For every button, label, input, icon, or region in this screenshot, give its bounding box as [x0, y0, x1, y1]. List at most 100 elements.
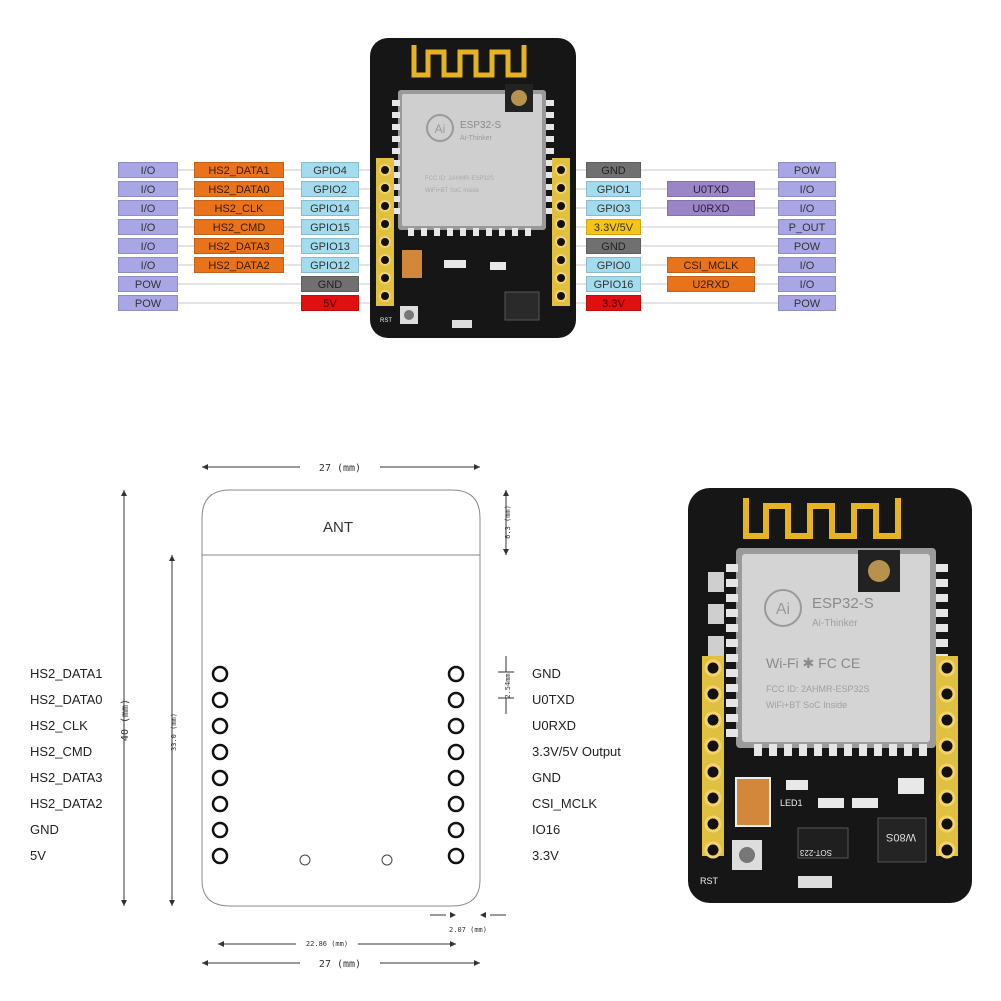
left-gpio-tag: GPIO2: [301, 181, 359, 197]
svg-text:FCC ID: 2AHMR-ESP32S: FCC ID: 2AHMR-ESP32S: [766, 684, 870, 694]
svg-text:RST: RST: [700, 876, 719, 886]
svg-text:WiFi+BT SoC Inside: WiFi+BT SoC Inside: [766, 700, 847, 710]
header-pin: [704, 685, 722, 703]
top-antenna: [411, 45, 527, 78]
header-pin: [938, 763, 956, 781]
header-pin: [379, 272, 391, 284]
drawing-left-label: 5V: [30, 848, 46, 863]
left-function-tag: HS2_CMD: [194, 219, 284, 235]
left-function-tag: HS2_DATA2: [194, 257, 284, 273]
left-function-tag: HS2_DATA0: [194, 181, 284, 197]
drawing-right-label: GND: [532, 770, 561, 785]
left-function-tag: HS2_DATA1: [194, 162, 284, 178]
right-gpio-tag: GND: [586, 238, 641, 254]
left-type-tag: I/O: [118, 238, 178, 254]
header-pin: [938, 841, 956, 859]
header-pin: [704, 737, 722, 755]
header-pin: [704, 841, 722, 859]
header-pin: [379, 218, 391, 230]
left-gpio-tag: 5V: [301, 295, 359, 311]
header-pin: [379, 200, 391, 212]
drawing-right-label: U0TXD: [532, 692, 575, 707]
left-type-tag: I/O: [118, 181, 178, 197]
header-pin: [555, 272, 567, 284]
dim-width-bottom: 27 (mm): [319, 959, 361, 970]
pin-hole: [447, 821, 465, 839]
left-gpio-tag: GPIO4: [301, 162, 359, 178]
right-type-tag: I/O: [778, 257, 836, 273]
header-pin: [938, 815, 956, 833]
drawing-left-label: HS2_CMD: [30, 744, 93, 759]
header-pin: [379, 290, 391, 302]
svg-text:Wi-Fi ✱ FC CE: Wi-Fi ✱ FC CE: [766, 655, 860, 671]
drawing-right-label: U0RXD: [532, 718, 577, 733]
dim-pitch: 2.54mm: [504, 673, 512, 698]
pin-hole: [211, 665, 229, 683]
right-gpio-tag: GPIO0: [586, 257, 641, 273]
header-pin: [704, 659, 722, 677]
right-type-tag: I/O: [778, 181, 836, 197]
ant-label: ANT: [323, 519, 353, 536]
dim-width-top: 27 (mm): [319, 463, 361, 474]
bottom-board-svg: Ai ESP32-S Ai-Thinker Wi-Fi ✱ FC CE FCC …: [688, 488, 972, 903]
pin-hole: [447, 795, 465, 813]
top-board-svg: Ai ESP32-S Ai-Thinker FCC ID: 2AHMR-ESP3…: [120, 38, 835, 338]
pin-hole: [447, 717, 465, 735]
pin-hole: [211, 743, 229, 761]
svg-text:Ai-Thinker: Ai-Thinker: [460, 135, 493, 142]
drawing-left-label: GND: [30, 822, 59, 837]
right-gpio-tag: 3.3V: [586, 295, 641, 311]
left-type-tag: I/O: [118, 219, 178, 235]
right-type-tag: I/O: [778, 200, 836, 216]
svg-text:SOT-223: SOT-223: [799, 848, 832, 857]
svg-text:W80S: W80S: [886, 831, 916, 843]
pin-hole: [447, 665, 465, 683]
right-function-tag: U0TXD: [667, 181, 755, 197]
svg-text:LED1: LED1: [780, 798, 803, 808]
dim-height-total: 40 (mm): [120, 699, 131, 741]
pin-hole: [211, 795, 229, 813]
drawing-left-label: HS2_DATA2: [30, 796, 103, 811]
drawing-left-label: HS2_CLK: [30, 718, 88, 733]
dim-ant-height: 6.3 (mm): [504, 505, 512, 539]
left-gpio-tag: GPIO15: [301, 219, 359, 235]
svg-text:WiFi+BT SoC Inside: WiFi+BT SoC Inside: [425, 188, 480, 194]
right-function-tag: U0RXD: [667, 200, 755, 216]
drawing-right-label: IO16: [532, 822, 561, 837]
board-outline: [201, 489, 481, 907]
pin-hole: [211, 769, 229, 787]
pin-hole: [447, 743, 465, 761]
right-type-tag: P_OUT: [778, 219, 836, 235]
left-type-tag: I/O: [118, 257, 178, 273]
header-pin: [379, 254, 391, 266]
header-pin: [379, 236, 391, 248]
drawing-left-label: HS2_DATA1: [30, 666, 103, 681]
right-function-tag: CSI_MCLK: [667, 257, 755, 273]
drawing-right-label: 3.3V/5V Output: [532, 744, 621, 759]
header-pin: [555, 254, 567, 266]
header-pin: [379, 182, 391, 194]
drawing-right-label: GND: [532, 666, 561, 681]
header-pin: [938, 685, 956, 703]
drawing-right-label: CSI_MCLK: [532, 796, 598, 811]
left-gpio-tag: GND: [301, 276, 359, 292]
bottom-chip-name: ESP32-S: [812, 595, 874, 612]
drawing-right-label: 3.3V: [532, 848, 559, 863]
svg-text:FCC ID: 2AHMR-ESP32S: FCC ID: 2AHMR-ESP32S: [425, 176, 494, 182]
svg-text:Ai: Ai: [776, 601, 790, 618]
pin-hole: [211, 821, 229, 839]
header-pin: [704, 711, 722, 729]
left-function-tag: HS2_DATA3: [194, 238, 284, 254]
pin-hole: [211, 691, 229, 709]
svg-text:Ai: Ai: [435, 122, 446, 136]
header-pin: [555, 218, 567, 230]
dim-edge-offset: 2.07 (mm): [449, 926, 487, 934]
right-function-tag: U2RXD: [667, 276, 755, 292]
top-chip-name: ESP32-S: [460, 120, 501, 131]
header-pin: [704, 815, 722, 833]
pin-hole: [447, 691, 465, 709]
dim-height-inner: 33.0 (mm): [170, 713, 178, 751]
left-gpio-tag: GPIO12: [301, 257, 359, 273]
svg-text:Ai-Thinker: Ai-Thinker: [812, 618, 858, 629]
